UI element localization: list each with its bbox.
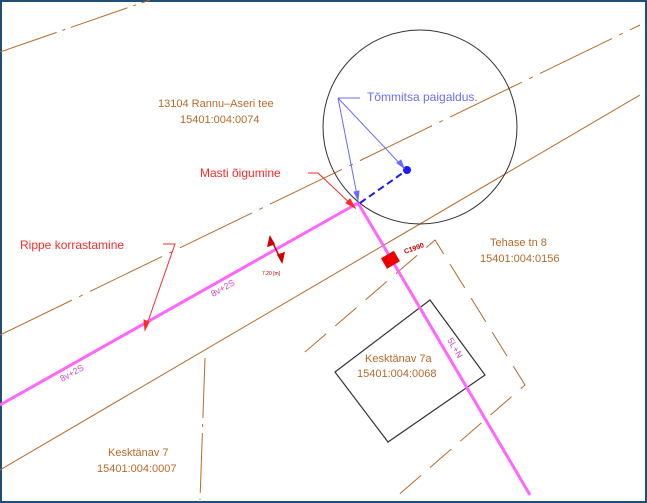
road-name-label: 13104 Rannu–Aseri tee bbox=[158, 98, 274, 110]
guy-anchor bbox=[403, 166, 411, 174]
tommitsa-label: Tõmmitsa paigaldus. bbox=[367, 90, 478, 104]
dimension-arrow bbox=[266, 234, 286, 265]
dimension-label: 7.20 [m] bbox=[262, 271, 281, 277]
tehase-name-label: Tehase tn 8 bbox=[490, 237, 547, 249]
power-line-main bbox=[0, 201, 359, 407]
kesk7-name-label: Kesktänav 7 bbox=[108, 447, 169, 459]
tommitsa-leaders bbox=[337, 97, 406, 202]
masti-label: Masti õigumine bbox=[200, 166, 281, 180]
power-lines bbox=[0, 201, 532, 496]
building-kesk7a bbox=[334, 299, 486, 443]
kesk7-code-label: 15401:004:0007 bbox=[97, 463, 177, 475]
red-leaders bbox=[143, 172, 357, 332]
road-edge-upper bbox=[0, 24, 641, 336]
guy-radius-circle bbox=[322, 29, 518, 225]
boundary-kesk7 bbox=[199, 357, 206, 501]
power-line-branch bbox=[356, 202, 532, 496]
boundary-top-left bbox=[0, 0, 151, 53]
kesk7a-code-label: 15401:004:0068 bbox=[357, 368, 437, 380]
pole-label: C1990 bbox=[403, 242, 425, 256]
rippe-label: Rippe korrastamine bbox=[20, 238, 124, 252]
kesk7a-name-label: Kesktänav 7a bbox=[365, 353, 433, 365]
tehase-code-label: 15401:004:0156 bbox=[480, 253, 560, 265]
road-code-label: 15401:004:0074 bbox=[180, 114, 260, 126]
road-edge-lower bbox=[0, 94, 641, 471]
parcel-kesk7a bbox=[304, 239, 526, 499]
guy-wire bbox=[359, 169, 408, 204]
pole-marker bbox=[380, 250, 400, 269]
